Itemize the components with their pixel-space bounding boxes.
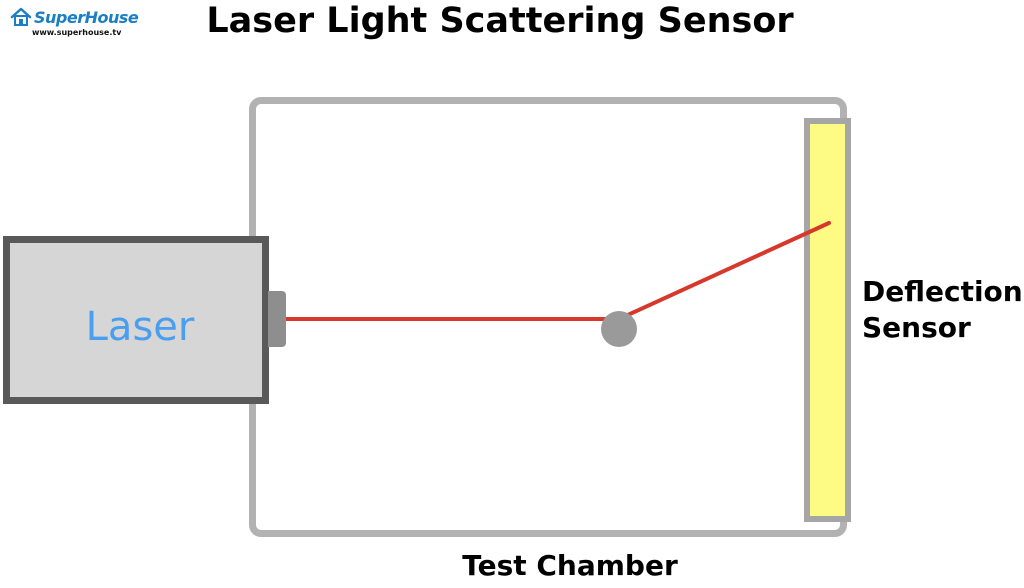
deflection-sensor-label: Deflection Sensor [862,274,1023,346]
laser-source: Laser [3,236,269,404]
logo-name: SuperHouse [34,8,139,27]
scattered-beam [617,221,831,321]
sensor-label-line2: Sensor [862,311,971,344]
house-logo-icon [10,7,32,26]
sensor-label-line1: Deflection [862,275,1023,308]
laser-label: Laser [85,304,195,350]
diagram-title: Laser Light Scattering Sensor [206,1,794,41]
logo-url: www.superhouse.tv [32,28,122,37]
scattering-particle [601,311,637,347]
superhouse-logo: SuperHouse www.superhouse.tv [10,6,140,40]
deflection-sensor [804,118,851,522]
laser-aperture [268,291,286,347]
test-chamber-label: Test Chamber [462,549,678,582]
